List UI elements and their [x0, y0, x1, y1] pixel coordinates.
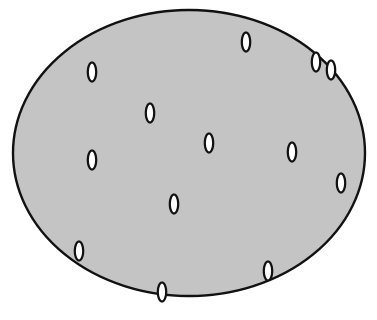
- small-oval: [170, 195, 178, 214]
- small-oval: [327, 61, 335, 80]
- small-oval: [146, 104, 154, 123]
- small-oval: [75, 242, 83, 261]
- small-oval: [288, 143, 296, 162]
- small-oval: [264, 262, 272, 281]
- small-oval: [312, 53, 320, 72]
- small-oval: [337, 174, 345, 193]
- small-oval: [242, 33, 250, 52]
- small-oval: [88, 63, 96, 82]
- small-oval: [88, 151, 96, 170]
- small-oval: [158, 283, 166, 302]
- small-oval: [205, 134, 213, 153]
- large-gray-ellipse: [13, 10, 365, 296]
